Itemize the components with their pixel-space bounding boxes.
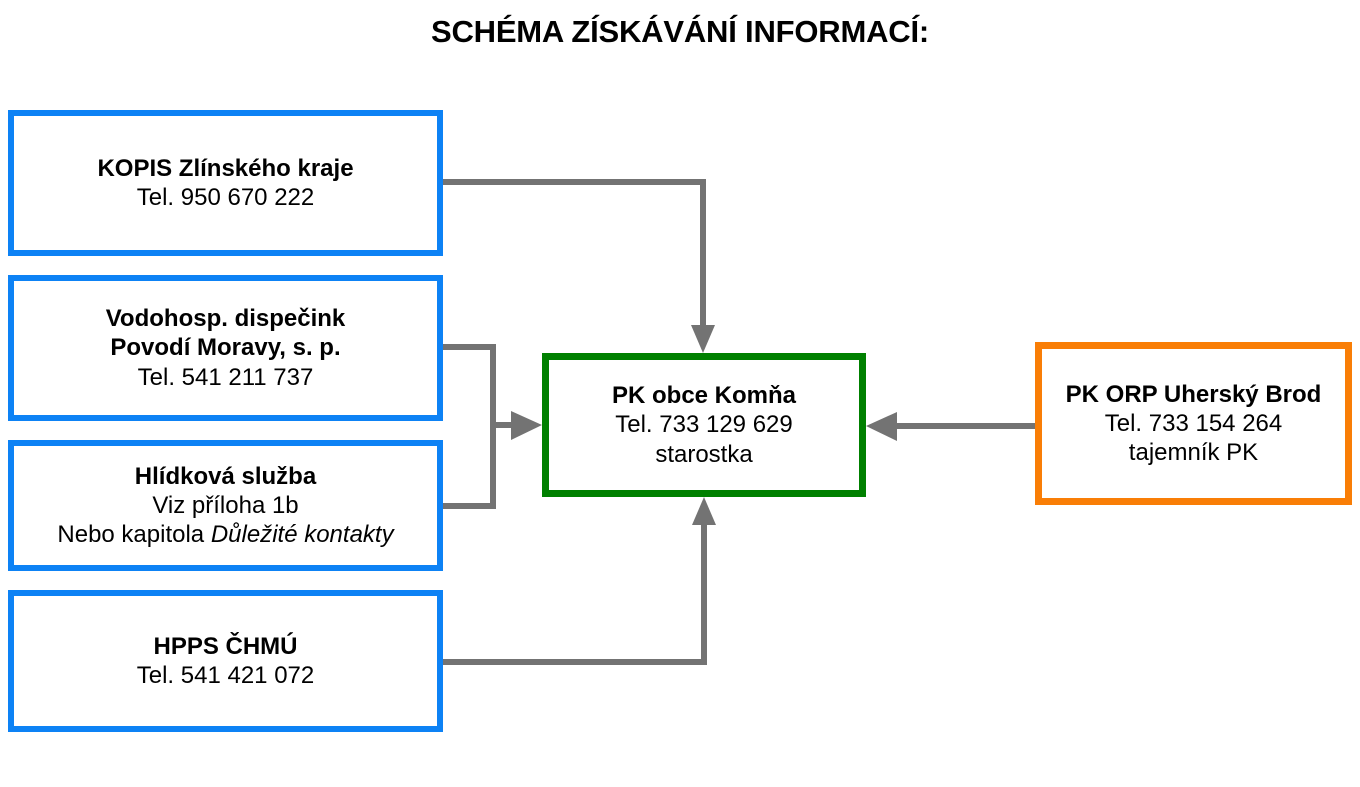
node-hpps-line1: HPPS ČHMÚ	[153, 632, 298, 660]
node-pk-orp-line2: Tel. 733 154 264	[1104, 409, 1283, 437]
edge-hpps-to-pk	[443, 497, 716, 665]
node-pk-orp-uhersky-brod[interactable]: PK ORP Uherský Brod Tel. 733 154 264 taj…	[1035, 342, 1352, 505]
node-hlidkova-line1: Hlídková služba	[134, 462, 317, 490]
node-pk-orp-line1: PK ORP Uherský Brod	[1065, 380, 1322, 408]
node-kopis[interactable]: KOPIS Zlínského kraje Tel. 950 670 222	[8, 110, 443, 256]
node-pk-komna-line2: Tel. 733 129 629	[615, 411, 793, 439]
node-vodohosp-dispecink[interactable]: Vodohosp. dispečink Povodí Moravy, s. p.…	[8, 275, 443, 421]
node-vodohosp-line1: Vodohosp. dispečink	[105, 305, 346, 333]
node-kopis-line1: KOPIS Zlínského kraje	[97, 154, 354, 182]
node-pk-orp-line3: tajemník PK	[1128, 439, 1259, 467]
edge-orp-to-pk	[866, 412, 1035, 441]
page-title: SCHÉMA ZÍSKÁVÁNÍ INFORMACÍ:	[430, 14, 930, 49]
node-vodohosp-line3: Tel. 541 211 737	[137, 363, 314, 391]
node-hpps-chmu[interactable]: HPPS ČHMÚ Tel. 541 421 072	[8, 590, 443, 732]
node-vodohosp-line2: Povodí Moravy, s. p.	[110, 334, 341, 362]
node-hlidkova-line3-italic: Důležité kontakty	[210, 521, 394, 549]
edge-hlidkova-to-pk	[443, 411, 542, 509]
node-hpps-line2: Tel. 541 421 072	[136, 662, 315, 689]
node-hlidkova-line3: Nebo kapitola Důležité kontakty	[57, 520, 393, 549]
node-hlidkova-line3-prefix: Nebo kapitola	[57, 521, 211, 549]
node-kopis-line2: Tel. 950 670 222	[136, 184, 315, 211]
node-pk-komna-line1: PK obce Komňa	[611, 382, 797, 410]
node-pk-obce-komna[interactable]: PK obce Komňa Tel. 733 129 629 starostka	[542, 353, 866, 497]
edge-vodohosp-to-pk	[443, 344, 511, 428]
edge-kopis-to-pk	[443, 179, 715, 353]
node-hlidkova-sluzba[interactable]: Hlídková služba Viz příloha 1b Nebo kapi…	[8, 440, 443, 571]
node-pk-komna-line3: starostka	[655, 440, 753, 468]
node-hlidkova-line2: Viz příloha 1b	[152, 491, 299, 519]
